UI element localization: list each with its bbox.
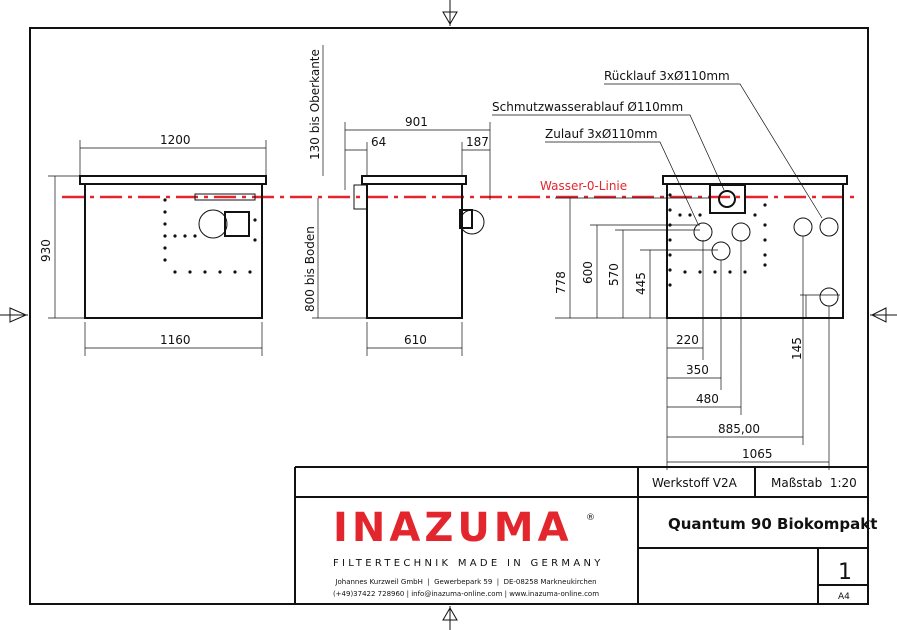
drawing-frame <box>29 27 869 605</box>
dim-1065: 1065 <box>742 447 773 461</box>
dim-350: 350 <box>686 363 709 377</box>
dim-1160: 1160 <box>160 333 191 347</box>
dim-930: 930 <box>39 239 53 262</box>
dim-885: 885,00 <box>718 422 760 436</box>
dim-778: 778 <box>554 271 568 294</box>
title-block <box>294 466 868 604</box>
inazuma-logo: INAZUMA ® FILTERTECHNIK MADE IN GERMANY <box>333 505 604 569</box>
drawing-title: Quantum 90 Biokompakt <box>668 515 877 533</box>
label-zulauf: Zulauf 3xØ110mm <box>545 127 658 141</box>
water-line-label: Wasser-0-Linie <box>540 179 627 193</box>
dim-570: 570 <box>607 263 621 286</box>
svg-text:®: ® <box>586 513 595 523</box>
dim-600: 600 <box>581 261 595 284</box>
company-address: Johannes Kurzweil GmbH | Gewerbepark 59 … <box>334 578 596 586</box>
sheet-number: 1 <box>838 560 852 585</box>
front-view <box>48 140 267 356</box>
dim-480: 480 <box>696 392 719 406</box>
scale-label: Maßstab 1:20 <box>771 476 857 490</box>
dim-145: 145 <box>790 337 804 360</box>
svg-text:FILTERTECHNIK MADE IN GERMANY: FILTERTECHNIK MADE IN GERMANY <box>333 558 604 569</box>
dim-130-bis-oberkante: 130 bis Oberkante <box>308 49 322 160</box>
dim-1200: 1200 <box>160 133 191 147</box>
sheet-format: A4 <box>838 592 850 602</box>
dim-445: 445 <box>634 272 648 295</box>
label-schmutzwasserablauf: Schmutzwasserablauf Ø110mm <box>492 100 683 114</box>
dim-800-bis-boden: 800 bis Boden <box>303 226 317 312</box>
company-contact: (+49)37422 728960 | info@inazuma-online.… <box>333 590 599 598</box>
dim-64: 64 <box>371 135 386 149</box>
material-label: Werkstoff V2A <box>652 476 738 490</box>
dim-901: 901 <box>405 115 428 129</box>
label-ruecklauf: Rücklauf 3xØ110mm <box>604 69 730 83</box>
dim-187: 187 <box>466 135 489 149</box>
side-view <box>312 45 491 356</box>
dim-610: 610 <box>404 333 427 347</box>
dim-220: 220 <box>676 333 699 347</box>
svg-text:INAZUMA: INAZUMA <box>333 505 573 551</box>
right-view <box>492 83 848 470</box>
